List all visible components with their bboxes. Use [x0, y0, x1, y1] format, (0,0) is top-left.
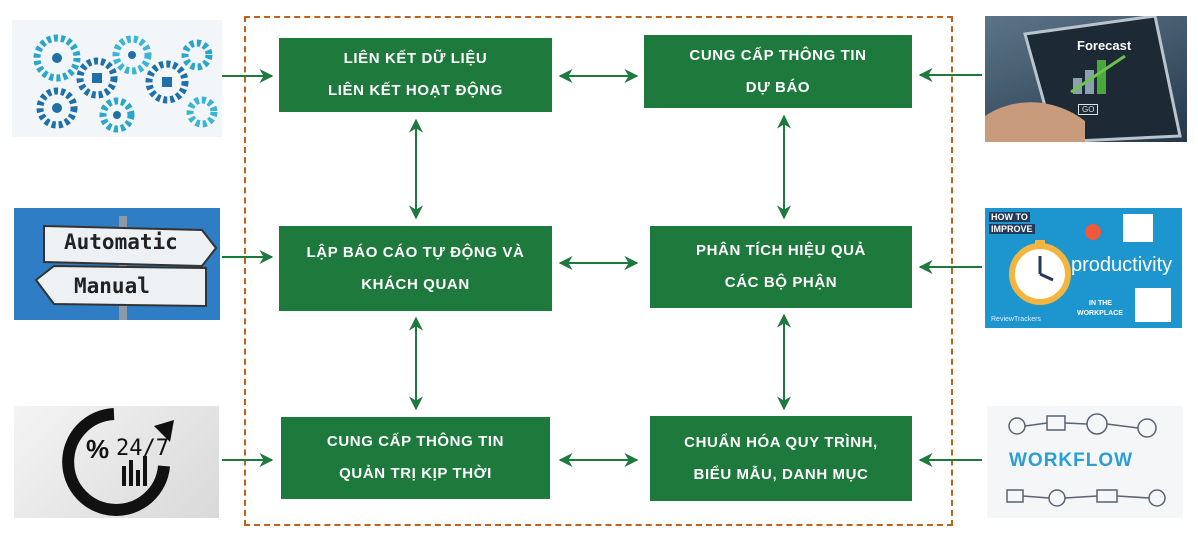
box-data-link-line2: LIÊN KẾT HOẠT ĐỘNG [328, 82, 503, 99]
workflow-word: WORKFLOW [1009, 450, 1134, 471]
workflow-icons [1006, 413, 1166, 507]
clock-percent-text: % [86, 434, 110, 464]
box-auto-report-line1: LẬP BÁO CÁO TỰ ĐỘNG VÀ [306, 243, 525, 261]
box-standardize: CHUẨN HÓA QUY TRÌNH, BIỂU MẪU, DANH MỤC [650, 416, 912, 501]
box-standardize-line1: CHUẨN HÓA QUY TRÌNH, [684, 433, 878, 451]
box-auto-report: LẬP BÁO CÁO TỰ ĐỘNG VÀ KHÁCH QUAN [279, 226, 552, 311]
box-efficiency: PHÂN TÍCH HIỆU QUẢ CÁC BỘ PHẬN [650, 226, 912, 308]
sign-manual-text: Manual [74, 274, 150, 298]
box-auto-report-line2: KHÁCH QUAN [361, 275, 470, 293]
productivity-improve: IMPROVE [989, 224, 1035, 234]
gears-icon [33, 34, 218, 133]
productivity-word: productivity [1071, 254, 1173, 276]
workflow-image: WORKFLOW [987, 406, 1183, 518]
box-forecast-info: CUNG CẤP THÔNG TIN DỰ BÁO [644, 35, 912, 108]
box-forecast-info-line2: DỰ BÁO [745, 78, 811, 96]
sign-automatic-text: Automatic [64, 230, 178, 254]
productivity-workplace: WORKPLACE [1077, 310, 1123, 317]
road-sign-icon [34, 216, 218, 320]
box-mgmt-info-line2: QUẢN TRỊ KỊP THỜI [339, 465, 492, 482]
box-mgmt-info-line1: CUNG CẤP THÔNG TIN [326, 433, 505, 450]
dashed-frame [244, 16, 953, 526]
clock-24-7-image: % 24/7 [14, 406, 219, 518]
forecast-image: Forecast GO [985, 16, 1187, 142]
clock-24-7-text: 24/7 [116, 436, 169, 461]
box-data-link: LIÊN KẾT DỮ LIỆU LIÊN KẾT HOẠT ĐỘNG [279, 38, 552, 112]
productivity-how-to: HOW TO [989, 212, 1030, 222]
stopwatch-icon [1009, 214, 1171, 322]
box-data-link-line1: LIÊN KẾT DỮ LIỆU [343, 50, 488, 67]
productivity-brand: ReviewTrackers [991, 316, 1041, 323]
forecast-go-button: GO [1078, 104, 1099, 115]
box-efficiency-line1: PHÂN TÍCH HIỆU QUẢ [696, 242, 866, 259]
productivity-in-the: IN THE [1089, 300, 1112, 307]
gears-image [12, 20, 222, 137]
forecast-label: Forecast [1077, 38, 1132, 53]
clock-arrow-icon [62, 408, 174, 516]
productivity-image: HOW TO IMPROVE productivity IN THE WORKP… [985, 208, 1182, 328]
automatic-manual-image: Automatic Manual [14, 208, 220, 320]
box-mgmt-info: CUNG CẤP THÔNG TIN QUẢN TRỊ KỊP THỜI [281, 417, 550, 499]
tablet-icon [985, 16, 1182, 142]
box-standardize-line2: BIỂU MẪU, DANH MỤC [693, 465, 869, 483]
box-efficiency-line2: CÁC BỘ PHẬN [724, 274, 838, 291]
box-forecast-info-line1: CUNG CẤP THÔNG TIN [689, 46, 867, 64]
